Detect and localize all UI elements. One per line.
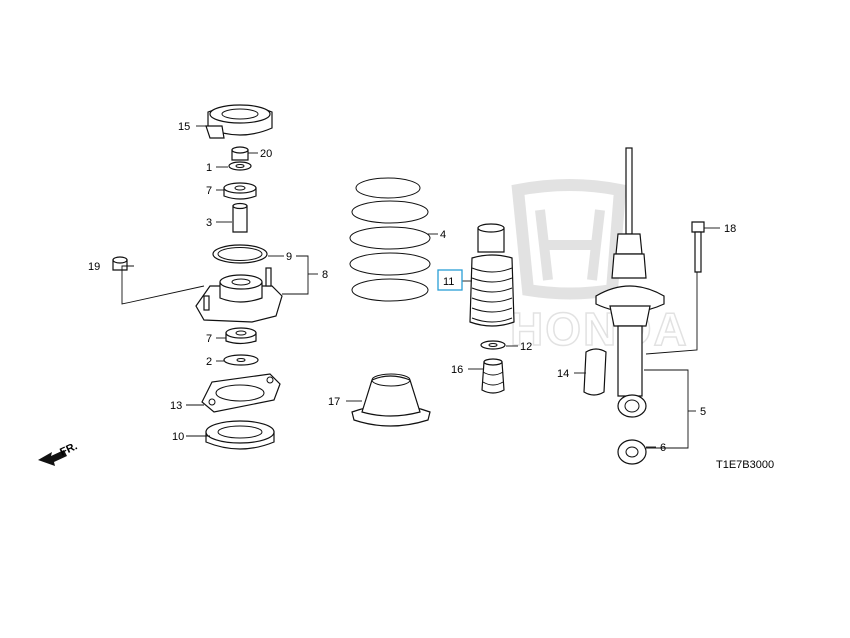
callout-19: 19 [88, 261, 100, 273]
part-6-bushing [617, 439, 647, 465]
callout-14: 14 [557, 368, 569, 380]
callout-8: 8 [322, 269, 328, 281]
part-9-o-ring [212, 244, 268, 264]
part-2-washer [223, 354, 259, 366]
part-8-mount-base [195, 267, 283, 323]
part-14-sleeve [583, 348, 607, 396]
part-13-plate [201, 373, 281, 413]
callout-17: 17 [328, 396, 340, 408]
leader-lines [121, 125, 720, 449]
direction-label: FR. [58, 440, 79, 458]
part-4-coil-spring [349, 177, 431, 302]
callout-6: 6 [660, 442, 666, 454]
callout-12: 12 [520, 341, 532, 353]
highlight-box [437, 269, 463, 291]
part-19-nut [112, 256, 128, 271]
callout-15: 15 [178, 121, 190, 133]
callout-16: 16 [451, 364, 463, 376]
part-5-shock-absorber [595, 147, 665, 418]
front-direction-indicator: FR. [38, 440, 79, 466]
part-11-dust-boot [469, 223, 515, 327]
part-7-lower-bushing [225, 327, 257, 345]
part-7-upper-bushing [223, 182, 257, 200]
part-20-nut [231, 146, 249, 161]
arrow-left-icon [38, 450, 67, 466]
part-18-bolt [691, 221, 705, 273]
callout-2: 2 [206, 356, 212, 368]
callout-1: 1 [206, 162, 212, 174]
callout-18: 18 [724, 223, 736, 235]
callout-9: 9 [286, 251, 292, 263]
callout-13: 13 [170, 400, 182, 412]
diagram-code: T1E7B3000 [716, 459, 774, 471]
honda-watermark-logo: HONDA [509, 179, 689, 356]
callout-7-upper: 7 [206, 185, 212, 197]
callout-11: 11 [443, 276, 454, 288]
part-1-washer [228, 161, 252, 171]
callout-5: 5 [700, 406, 706, 418]
callout-4: 4 [440, 229, 446, 241]
callout-3: 3 [206, 217, 212, 229]
part-15-upper-spring-mount [205, 104, 273, 139]
part-16-bump-stop [481, 358, 505, 394]
callout-20: 20 [260, 148, 272, 160]
callout-10: 10 [172, 431, 184, 443]
part-3-collar [232, 202, 248, 233]
callout-7-lower: 7 [206, 333, 212, 345]
part-10-lower-seat [205, 420, 275, 450]
svg-text:HONDA: HONDA [510, 303, 689, 355]
part-12-washer [480, 340, 506, 350]
part-17-lower-spring-seat [351, 373, 431, 427]
callout-labels: 15 20 1 7 3 9 8 19 7 2 13 10 4 11 12 16 … [88, 121, 736, 454]
